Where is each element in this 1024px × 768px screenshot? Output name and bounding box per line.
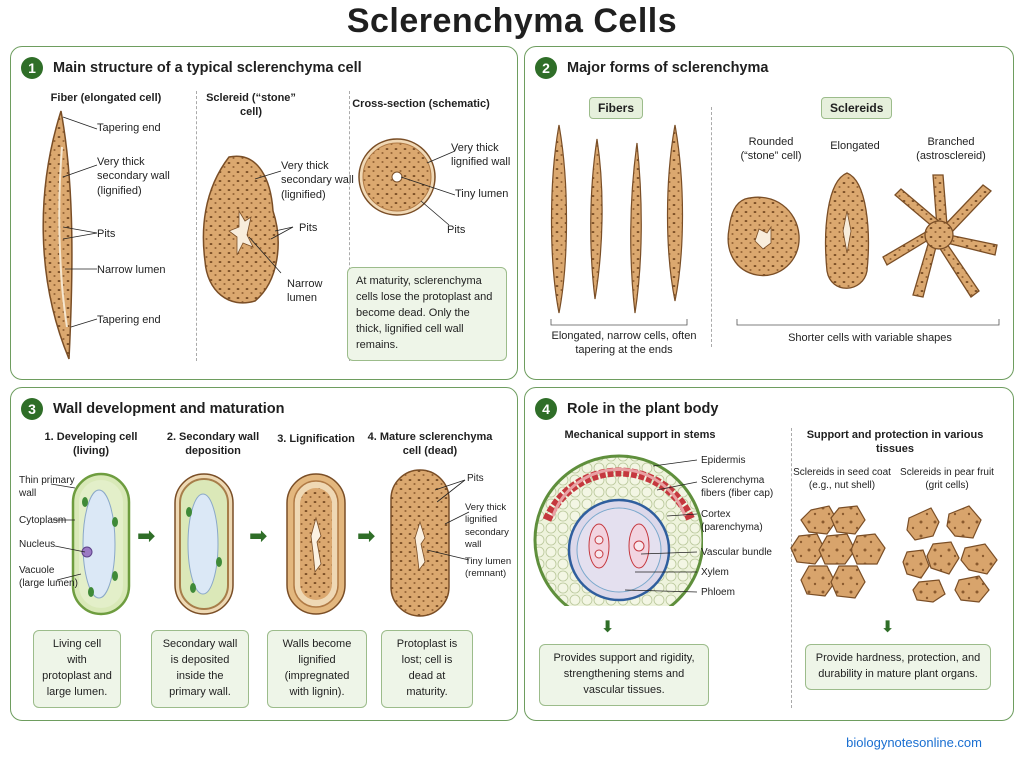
divider <box>791 428 792 708</box>
sclereids-tag: Sclereids <box>821 97 893 119</box>
label-mature-pits: Pits <box>467 473 484 484</box>
label-sclerenchyma-fibers: Sclerenchyma fibers (fiber cap) <box>701 475 774 499</box>
stem-title: Mechanical support in stems <box>564 429 716 441</box>
label-narrow-lumen: Narrow lumen <box>97 264 166 276</box>
fiber-cell-illustration <box>42 110 73 360</box>
panel-main-structure: 1 Main structure of a typical sclerenchy… <box>10 46 518 380</box>
sclereid-cell-illustration <box>202 155 279 304</box>
maturity-note: At maturity, sclerenchyma cells lose the… <box>347 267 507 361</box>
label-cross-wall: Very thick lignified wall <box>451 142 511 169</box>
seed-coat-sclereids-illustration <box>790 505 886 599</box>
sclereid-leader-lines <box>248 170 294 274</box>
label-cytoplasm: Cytoplasm <box>19 515 67 526</box>
panel-title: Major forms of sclerenchyma <box>567 60 769 76</box>
label-sclereid-wall: Very thick secondary wall (lignified) <box>281 160 354 201</box>
label-rounded: Rounded (“stone” cell) <box>740 136 802 163</box>
label-sclereid-pits: Pits <box>299 222 318 234</box>
label-elongated: Elongated <box>830 140 880 152</box>
panel-number-badge: 3 <box>21 398 43 420</box>
step-4-title: 4. Mature sclerenchyma cell (dead) <box>367 431 493 458</box>
tissue-title: Support and protection in various tissue… <box>806 429 984 456</box>
divider <box>711 107 712 347</box>
label-sclereid-lumen: Narrow lumen <box>287 278 323 305</box>
arrow-down-icon: ⬇ <box>601 619 615 636</box>
step-4-leader-lines <box>426 479 470 561</box>
label-cross-pits: Pits <box>447 224 466 236</box>
panel-title: Main structure of a typical sclerenchyma… <box>53 60 362 76</box>
fibers-caption: Elongated, narrow cells, often tapering … <box>551 330 697 357</box>
panel-wall-development: 3 Wall development and maturation 1. Dev… <box>10 387 518 721</box>
cross-leader-lines <box>400 150 456 226</box>
step-2-caption: Secondary wall is deposited inside the p… <box>151 630 249 708</box>
rounded-sclereid-illustration <box>727 196 800 277</box>
label-pear-fruit: Sclereids in pear fruit (grit cells) <box>900 467 994 491</box>
secondary-wall-cell-illustration <box>174 473 234 615</box>
panel-title: Role in the plant body <box>567 401 719 417</box>
panel-heading: 2 Major forms of sclerenchyma <box>535 57 768 79</box>
step-1-caption: Living cell with protoplast and large lu… <box>33 630 121 708</box>
step-1-title: 1. Developing cell (living) <box>44 431 138 458</box>
label-vascular-bundle: Vascular bundle <box>701 547 772 558</box>
tissue-caption: Provide hardness, protection, and durabi… <box>805 644 991 690</box>
step-1-leader-lines <box>50 483 86 581</box>
label-vacuole: Vacuole (large lumen) <box>19 565 78 589</box>
lignified-cell-illustration <box>286 473 346 615</box>
label-mature-wall: Very thick lignified secondary wall <box>465 502 509 551</box>
divider <box>196 91 197 361</box>
label-thin-primary-wall: Thin primary wall <box>19 475 75 499</box>
panel-heading: 4 Role in the plant body <box>535 398 718 420</box>
developing-cell-illustration <box>71 472 131 616</box>
sclereids-caption: Shorter cells with variable shapes <box>788 332 952 344</box>
label-nucleus: Nucleus <box>19 539 56 550</box>
elongated-sclereid-illustration <box>825 172 869 289</box>
panel-number-badge: 2 <box>535 57 557 79</box>
sclereids-bracket <box>736 319 1000 326</box>
panel-role: 4 Role in the plant body Mechanical supp… <box>524 387 1014 721</box>
stem-leader-lines <box>624 459 698 593</box>
label-mature-lumen: Tiny lumen (remnant) <box>465 556 512 580</box>
cross-section-title: Cross-section (schematic) <box>352 98 490 110</box>
divider <box>349 91 350 361</box>
stem-cross-section-illustration <box>533 454 703 606</box>
fiber-leader-lines <box>62 116 98 328</box>
label-pits: Pits <box>97 228 116 240</box>
label-tapering-end-bottom: Tapering end <box>97 314 161 326</box>
label-xylem: Xylem <box>701 567 729 578</box>
panel-number-badge: 4 <box>535 398 557 420</box>
step-3-title: 3. Lignification <box>277 433 355 445</box>
arrow-icon: ➡ <box>249 523 268 548</box>
label-branched: Branched (astrosclereid) <box>916 136 986 163</box>
panel-number-badge: 1 <box>21 57 43 79</box>
fibers-bracket <box>550 319 688 326</box>
sclereid-title: Sclereid (“stone” cell) <box>206 92 296 119</box>
mature-cell-illustration <box>390 469 450 617</box>
step-3-caption: Walls become lignified (impregnated with… <box>267 630 367 708</box>
panel-major-forms: 2 Major forms of sclerenchyma Fibers Scl… <box>524 46 1014 380</box>
label-cortex: Cortex (parenchyma) <box>701 509 763 533</box>
arrow-down-icon: ⬇ <box>881 619 895 636</box>
label-phloem: Phloem <box>701 587 735 598</box>
panel-title: Wall development and maturation <box>53 401 285 417</box>
label-tapering-end-top: Tapering end <box>97 122 161 134</box>
label-seed-coat: Sclereids in seed coat (e.g., nut shell) <box>793 467 891 491</box>
label-secondary-wall: Very thick secondary wall (lignified) <box>97 156 170 197</box>
step-4-caption: Protoplast is lost; cell is dead at matu… <box>381 630 473 708</box>
panel-heading: 3 Wall development and maturation <box>21 398 285 420</box>
step-2-title: 2. Secondary wall deposition <box>166 431 260 458</box>
footer-link[interactable]: biologynotesonline.com <box>846 735 982 750</box>
cross-section-illustration <box>358 138 436 216</box>
label-cross-lumen: Tiny lumen <box>455 188 509 200</box>
page-title: Sclerenchyma Cells <box>346 2 678 40</box>
fiber-title: Fiber (elongated cell) <box>50 92 162 104</box>
branched-sclereid-illustration <box>882 174 998 298</box>
fibers-tag: Fibers <box>589 97 644 119</box>
stem-caption: Provides support and rigidity, strengthe… <box>539 644 709 706</box>
pear-grit-cells-illustration <box>902 505 998 603</box>
fibers-illustration <box>550 124 684 314</box>
arrow-icon: ➡ <box>357 523 376 548</box>
arrow-icon: ➡ <box>137 523 156 548</box>
label-epidermis: Epidermis <box>701 455 746 466</box>
panel-heading: 1 Main structure of a typical sclerenchy… <box>21 57 362 79</box>
